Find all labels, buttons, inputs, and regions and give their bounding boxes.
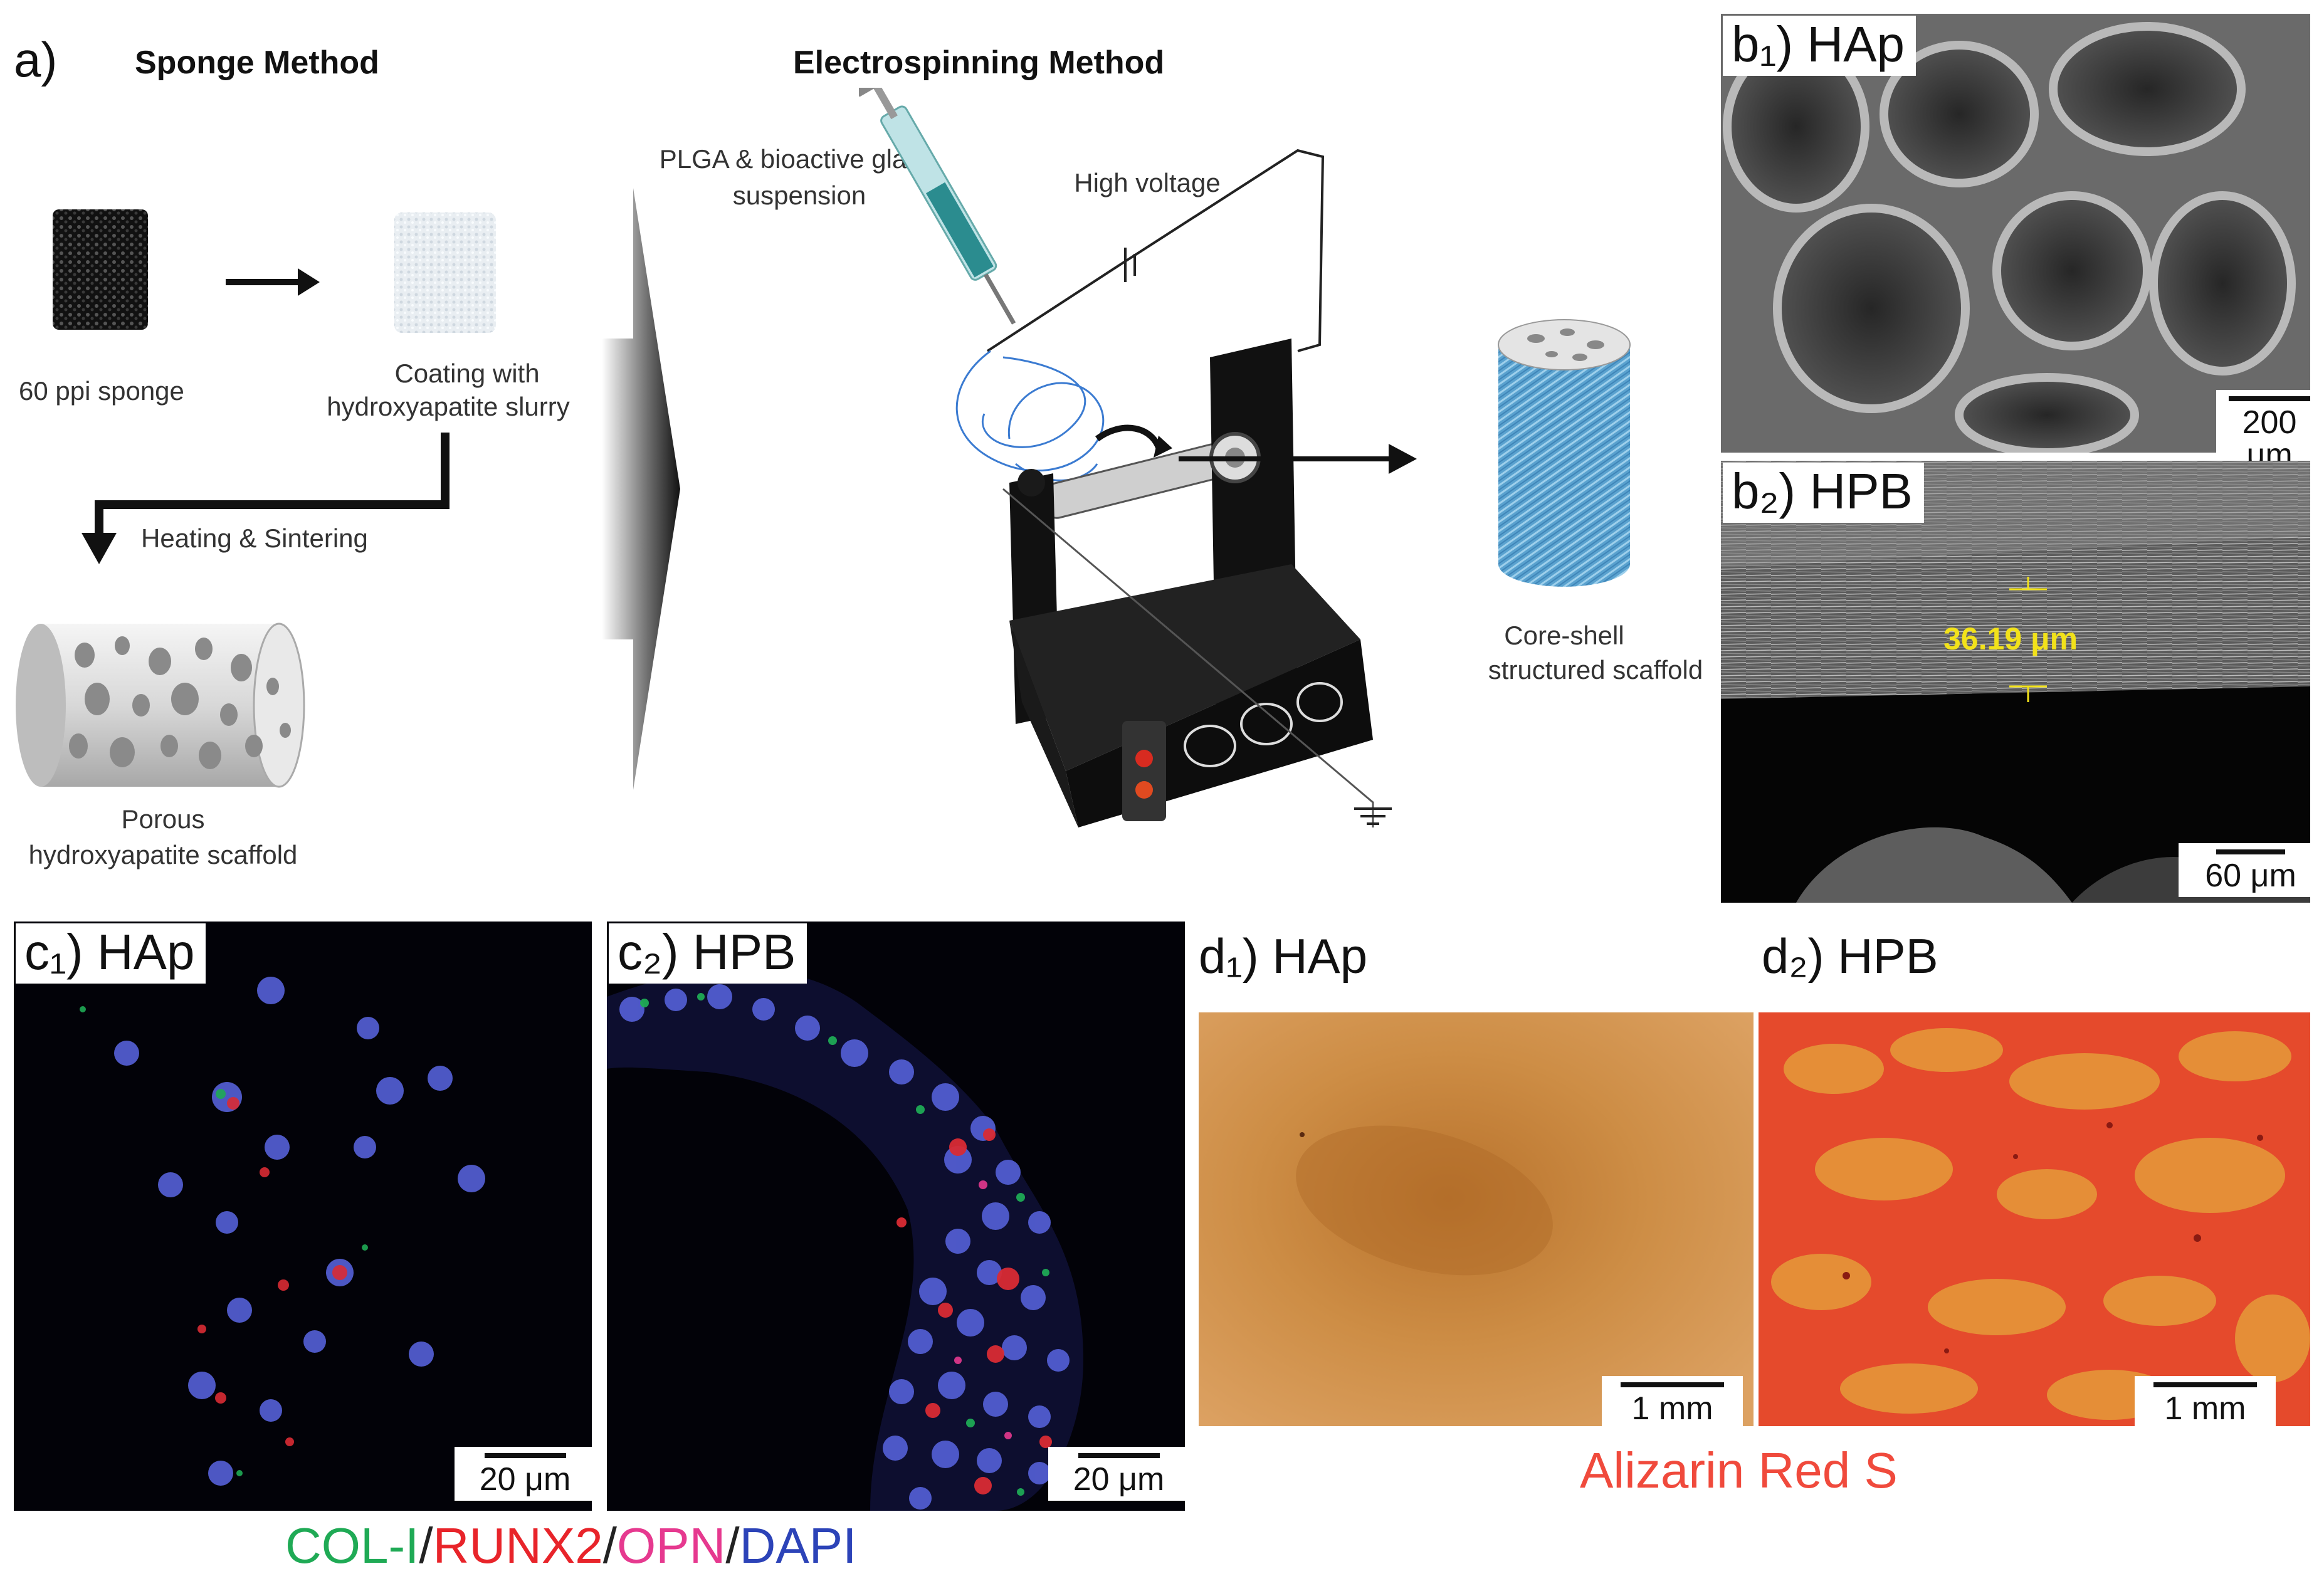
coated-sponge-image xyxy=(394,213,496,333)
large-chevron-arrow-icon xyxy=(602,188,680,790)
panel-d2-label: d₂) HPB xyxy=(1762,928,1938,984)
panel-d1-label: d₁) HAp xyxy=(1199,928,1368,984)
legend-separator: / xyxy=(725,1518,740,1573)
coating-caption-line2: hydroxyapatite slurry xyxy=(327,392,570,421)
sponge-method-heading: Sponge Method xyxy=(135,45,379,81)
fluorescence-image-hpb xyxy=(607,922,1185,1511)
coating-caption-line1: Coating with xyxy=(394,359,540,388)
legend-dapi: DAPI xyxy=(739,1518,857,1573)
panel-a-label: a) xyxy=(14,32,58,87)
porous-caption-line1: Porous xyxy=(121,804,205,834)
scale-bar-d1-label: 1 mm xyxy=(1631,1390,1713,1427)
scale-bar-b2: 60 μm xyxy=(2179,843,2323,897)
scale-bar-c1-label: 20 μm xyxy=(479,1461,571,1498)
fluorescence-image-hap xyxy=(14,922,592,1511)
core-shell-caption-line1: Core-shell xyxy=(1504,621,1624,650)
core-shell-caption-line2: structured scaffold xyxy=(1488,655,1703,685)
electrospinning-apparatus-image xyxy=(859,88,1392,827)
black-sponge-image xyxy=(53,209,148,330)
scale-bar-c2-label: 20 μm xyxy=(1073,1461,1165,1498)
alizarin-image-hpb xyxy=(1759,1012,2310,1426)
legend-separator: / xyxy=(602,1518,617,1573)
process-arrow-icon xyxy=(81,433,450,564)
legend-runx2: RUNX2 xyxy=(433,1518,603,1573)
arrow-right-to-scaffold-icon xyxy=(1179,444,1417,474)
thickness-measurement-label: 36.19 μm xyxy=(1943,621,2078,656)
legend-col1: COL-I xyxy=(285,1518,419,1573)
sem-image-hpb xyxy=(1721,461,2310,903)
panel-c2-label: c₂) HPB xyxy=(609,923,807,984)
arrow-right-icon xyxy=(226,268,320,296)
scale-bar-d2: 1 mm xyxy=(2135,1376,2276,1430)
electrospinning-method-heading: Electrospinning Method xyxy=(793,45,1165,81)
plga-caption-line2: suspension xyxy=(732,181,866,210)
legend-opn: OPN xyxy=(617,1518,726,1573)
scale-bar-b2-label: 60 μm xyxy=(2205,858,2296,894)
legend-separator: / xyxy=(419,1518,433,1573)
panel-b2-label: b₂) HPB xyxy=(1723,463,1924,523)
porous-scaffold-image xyxy=(16,622,305,788)
scale-bar-d2-label: 1 mm xyxy=(2164,1390,2246,1427)
core-shell-scaffold-image xyxy=(1498,319,1631,587)
panel-b1-label: b₁) HAp xyxy=(1723,16,1916,76)
scale-bar-c1: 20 μm xyxy=(455,1447,596,1501)
scale-bar-c2: 20 μm xyxy=(1048,1447,1189,1501)
scale-bar-d1: 1 mm xyxy=(1602,1376,1743,1430)
plga-caption-line1: PLGA & bioactive glass xyxy=(659,144,933,174)
heating-sintering-caption: Heating & Sintering xyxy=(141,523,368,553)
porous-caption-line2: hydroxyapatite scaffold xyxy=(28,840,298,869)
alizarin-red-s-caption: Alizarin Red S xyxy=(1580,1442,1898,1498)
staining-legend: COL-I/RUNX2/OPN/DAPI xyxy=(285,1517,856,1575)
panel-c1-label: c₁) HAp xyxy=(16,923,206,984)
sem-image-hap xyxy=(1721,14,2310,453)
high-voltage-caption: High voltage xyxy=(1074,168,1221,197)
alizarin-image-hap xyxy=(1199,1012,1754,1426)
sponge-caption: 60 ppi sponge xyxy=(19,376,184,406)
